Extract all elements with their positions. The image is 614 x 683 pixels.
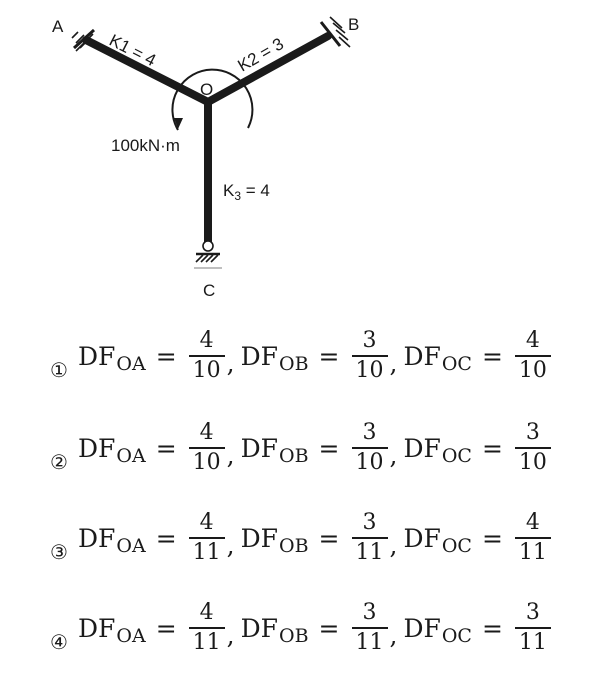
joint-o: [205, 99, 211, 105]
fixed-support-b: [319, 16, 351, 48]
denominator-oc: 10: [514, 447, 551, 474]
denominator-ob: 10: [351, 447, 388, 474]
comma: ,: [389, 621, 398, 650]
numerator-oc: 3: [525, 420, 540, 445]
fixed-support-a: [71, 28, 96, 52]
denominator-oa: 10: [188, 355, 225, 382]
label-b: B: [348, 15, 359, 34]
numerator-ob: 3: [362, 420, 377, 445]
denominator-ob: 11: [351, 537, 388, 564]
frame-diagram: A B C O K1 = 4 K2 = 3 K3 = 4 100kN·m: [52, 15, 359, 300]
fraction-oc: 4 11: [514, 510, 551, 564]
numerator-oa: 4: [199, 420, 214, 445]
equals-sign: =: [318, 433, 340, 463]
option-number: ④: [50, 630, 68, 654]
fraction-ob: 3 11: [351, 600, 388, 654]
fraction-oc: 3 10: [514, 420, 551, 474]
denominator-ob: 11: [351, 627, 388, 654]
denominator-oc: 11: [514, 627, 551, 654]
comma: ,: [226, 531, 235, 560]
denominator-oa: 11: [188, 537, 225, 564]
numerator-ob: 3: [362, 600, 377, 625]
equals-sign: =: [318, 341, 340, 371]
label-c: C: [203, 281, 215, 300]
moment-arrowhead: [174, 118, 183, 129]
option-number: ②: [50, 450, 68, 474]
equals-sign: =: [481, 613, 503, 643]
label-o: O: [200, 80, 213, 99]
option-number: ①: [50, 358, 68, 382]
fraction-oa: 4 10: [188, 420, 225, 474]
numerator-ob: 3: [362, 328, 377, 353]
equals-sign: =: [155, 341, 177, 371]
fraction-oa: 4 10: [188, 328, 225, 382]
comma: ,: [226, 621, 235, 650]
numerator-oa: 4: [199, 328, 214, 353]
denominator-oa: 11: [188, 627, 225, 654]
member-ob: [204, 32, 332, 106]
equals-sign: =: [318, 613, 340, 643]
denominator-ob: 10: [351, 355, 388, 382]
member-oa: [82, 36, 212, 106]
numerator-ob: 3: [362, 510, 377, 535]
comma: ,: [389, 531, 398, 560]
numerator-oc: 4: [525, 328, 540, 353]
comma: ,: [226, 441, 235, 470]
fraction-oa: 4 11: [188, 510, 225, 564]
fraction-oa: 4 11: [188, 600, 225, 654]
applied-moment: [171, 68, 254, 131]
equals-sign: =: [481, 523, 503, 553]
fraction-oc: 3 11: [514, 600, 551, 654]
comma: ,: [226, 349, 235, 378]
equals-sign: =: [155, 613, 177, 643]
numerator-oc: 4: [525, 510, 540, 535]
pin-support-c: [194, 240, 222, 269]
denominator-oc: 10: [514, 355, 551, 382]
option-number: ③: [50, 540, 68, 564]
fraction-ob: 3 11: [351, 510, 388, 564]
equals-sign: =: [155, 523, 177, 553]
numerator-oc: 3: [525, 600, 540, 625]
comma: ,: [389, 349, 398, 378]
equals-sign: =: [481, 433, 503, 463]
denominator-oc: 11: [514, 537, 551, 564]
equals-sign: =: [318, 523, 340, 553]
fraction-oc: 4 10: [514, 328, 551, 382]
numerator-oa: 4: [199, 510, 214, 535]
label-k3: K3 = 4: [223, 181, 270, 203]
label-moment: 100kN·m: [111, 136, 180, 155]
fraction-ob: 3 10: [351, 328, 388, 382]
denominator-oa: 10: [188, 447, 225, 474]
equals-sign: =: [155, 433, 177, 463]
comma: ,: [389, 441, 398, 470]
numerator-oa: 4: [199, 600, 214, 625]
label-a: A: [52, 17, 64, 36]
fraction-ob: 3 10: [351, 420, 388, 474]
equals-sign: =: [481, 341, 503, 371]
